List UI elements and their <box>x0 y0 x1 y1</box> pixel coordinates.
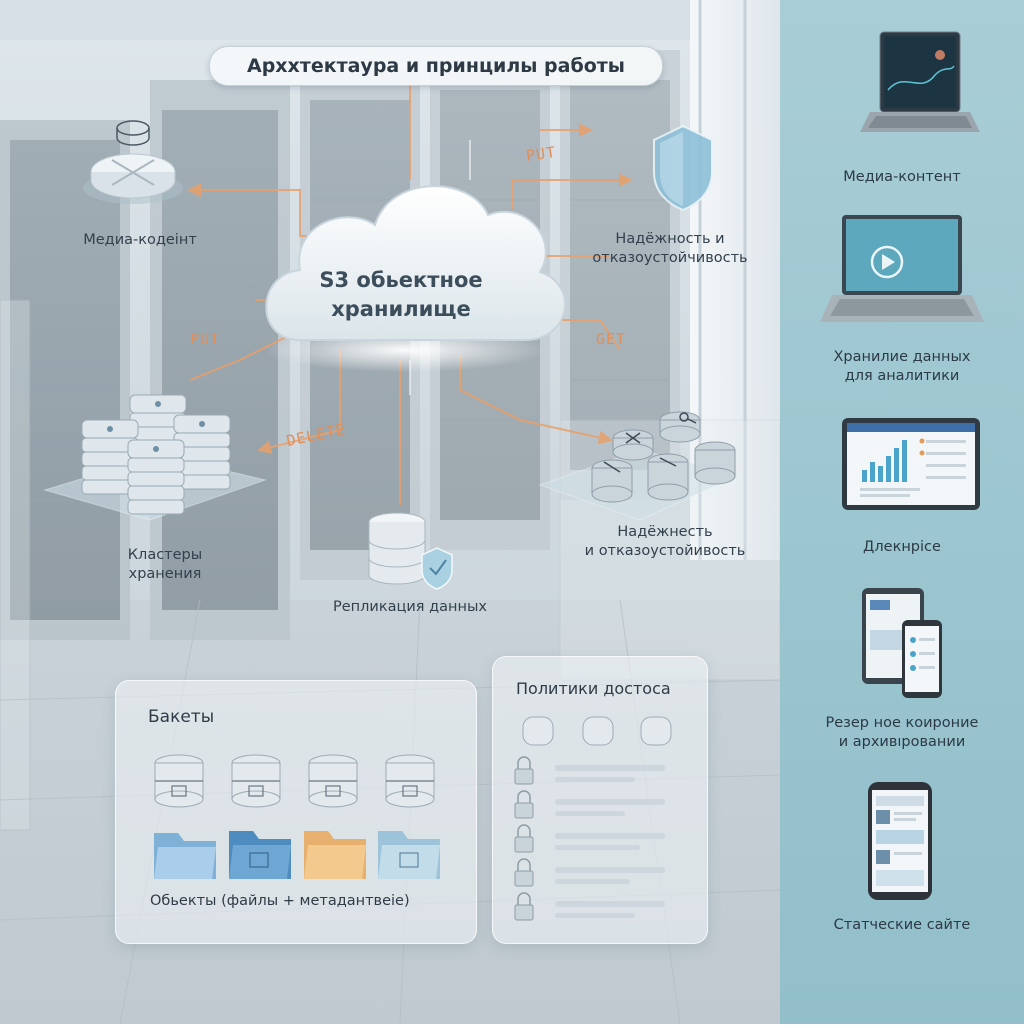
use-case-analytics-line1: Хранилиe данных <box>833 349 971 365</box>
reliability-bottom-label: Надёжнесть и отказоустойивость <box>565 523 765 561</box>
tablet-phone-icon <box>862 588 942 698</box>
objects-caption: Обьекты (файлы + метадантвеiе) <box>150 893 410 909</box>
node-icons <box>43 120 742 590</box>
security-shield-icon <box>653 124 713 212</box>
buckets-panel: Бакеты <box>115 680 477 944</box>
op-get: GET <box>596 330 627 348</box>
storage-clusters-line2: хранения <box>128 566 202 582</box>
use-case-tablet: Длекнрiсе <box>863 539 941 555</box>
laptop-dashboard-icon <box>860 31 980 132</box>
use-case-analytics-storage: Хранилиe данных для аналитики <box>790 348 1014 386</box>
use-case-static-sites: Статческие сайте <box>833 917 971 933</box>
laptop-video-icon <box>820 215 984 322</box>
use-case-devices <box>820 31 984 900</box>
use-case-backup-archive: Резер ное коирониe и архивıровании <box>790 714 1014 752</box>
storage-clusters-icon <box>43 394 267 521</box>
reliability-bottom-line1: Надёжнесть <box>617 524 713 540</box>
reliability-top-line2: отказоустойчивость <box>592 250 748 266</box>
bucket-icons <box>154 754 435 808</box>
reliability-disks-icon <box>538 411 742 521</box>
tablet-chart-icon <box>842 418 980 510</box>
s3-storage-label: S3 обьектное хранилище <box>292 266 510 324</box>
storage-clusters-line1: Кластеры <box>127 547 203 563</box>
replication-label: Репликация данных <box>332 599 487 615</box>
s3-cloud-icon <box>265 185 567 372</box>
reliability-top-line1: Надёжность и <box>615 231 725 247</box>
use-case-media-content: Медиа-контент <box>843 169 961 185</box>
diagram-title: Архxтектаура и принцилы работы <box>209 46 663 86</box>
object-folder-icons <box>154 831 440 879</box>
access-policies-panel: Политики достоса <box>492 656 708 944</box>
reliability-bottom-line2: и отказоустойивость <box>584 543 746 559</box>
reliability-top-label: Надёжность и отказоустойчивость <box>575 230 765 268</box>
s3-storage-line1: S3 обьектное <box>319 268 483 292</box>
policy-list <box>514 716 672 921</box>
storage-clusters-label: Кластеры хранения <box>95 546 235 584</box>
use-case-backup-line2: и архивıровании <box>838 734 966 750</box>
replication-database-icon <box>368 512 453 590</box>
use-case-analytics-line2: для аналитики <box>844 368 960 384</box>
media-disk-icon <box>83 120 183 204</box>
use-cases-sidebar: Медиа-контент Хранилиe данных для аналит… <box>780 0 1024 1024</box>
lock-icons <box>514 768 534 921</box>
media-content-label: Медиа-кодеiнт <box>83 232 197 248</box>
datacenter-scene: Архxтектаура и принцилы работы S3 обьект… <box>0 0 780 1024</box>
phone-website-icon <box>868 782 932 900</box>
buckets-panel-title: Бакеты <box>148 707 215 727</box>
access-policies-title: Политики достоса <box>516 679 671 698</box>
op-put-left: PUT <box>190 330 221 348</box>
s3-storage-line2: хранилище <box>331 297 471 321</box>
use-case-backup-line1: Резер ное коирониe <box>825 715 979 731</box>
